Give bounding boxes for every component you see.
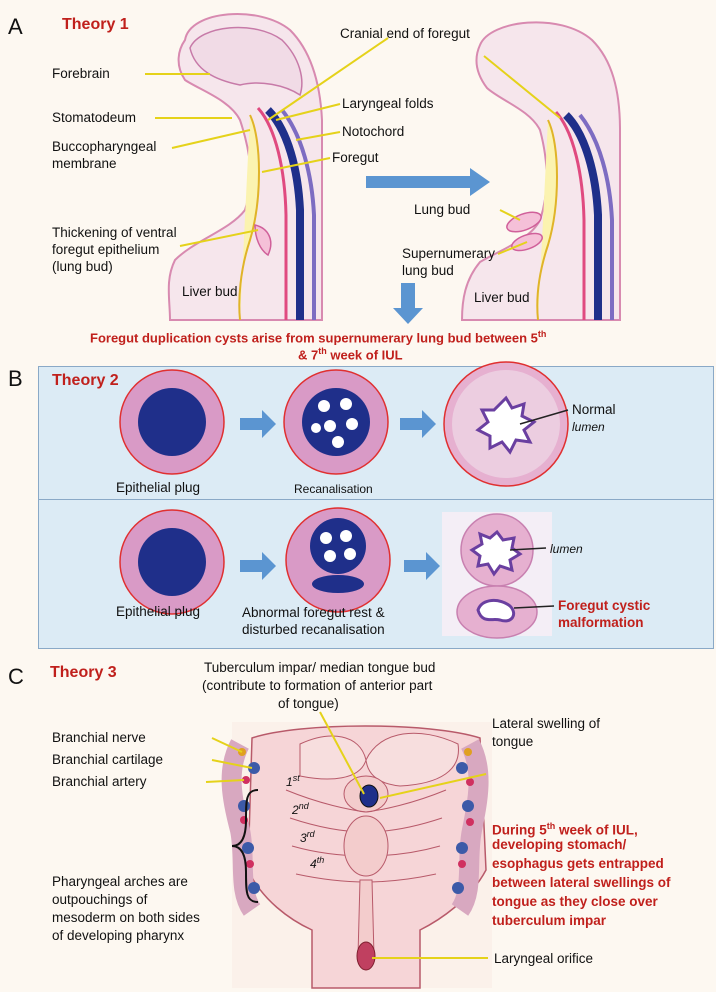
label-branchial-artery: Branchial artery (52, 774, 147, 790)
label-lateral-swelling: Lateral swelling of (492, 716, 600, 732)
label-lateral-tongue: tongue (492, 734, 533, 750)
arch-3-num: 3 (300, 831, 307, 845)
label-during-2: developing stomach/ (492, 837, 626, 853)
label-arch-2: 2nd (292, 798, 309, 818)
label-during-6: tuberculum impar (492, 913, 606, 929)
label-arches-4: of developing pharynx (52, 928, 184, 944)
label-during-4: between lateral swellings of (492, 875, 671, 891)
label-tuberculum-1: Tuberculum impar/ median tongue bud (204, 660, 435, 676)
during-1-pre: During 5 (492, 823, 547, 838)
label-arches-3: mesoderm on both sides (52, 910, 200, 926)
label-tuberculum-3: of tongue) (278, 696, 339, 712)
label-arches-2: outpouchings of (52, 892, 147, 908)
arch-1-num: 1 (286, 775, 293, 789)
label-tuberculum-2: (contribute to formation of anterior par… (202, 678, 432, 694)
label-arch-1: 1st (286, 770, 300, 790)
label-laryngeal-orifice: Laryngeal orifice (494, 951, 593, 967)
arch-1-sup: st (293, 773, 300, 783)
label-branchial-nerve: Branchial nerve (52, 730, 146, 746)
arch-4-sup: th (317, 855, 325, 865)
label-during-5: tongue as they close over (492, 894, 658, 910)
arch-2-num: 2 (292, 803, 299, 817)
label-arch-3: 3rd (300, 826, 315, 846)
label-during-1: During 5th week of IUL, (492, 818, 638, 839)
arch-3-sup: rd (307, 829, 315, 839)
during-1-post: week of IUL, (555, 823, 638, 838)
arch-2-sup: nd (299, 801, 309, 811)
arch-4-num: 4 (310, 857, 317, 871)
label-arch-4: 4th (310, 852, 324, 872)
label-branchial-cartilage: Branchial cartilage (52, 752, 163, 768)
label-during-3: esophagus gets entrapped (492, 856, 664, 872)
label-arches-1: Pharyngeal arches are (52, 874, 188, 890)
laryngeal-orifice (357, 942, 375, 970)
during-1-sup: th (547, 821, 556, 831)
